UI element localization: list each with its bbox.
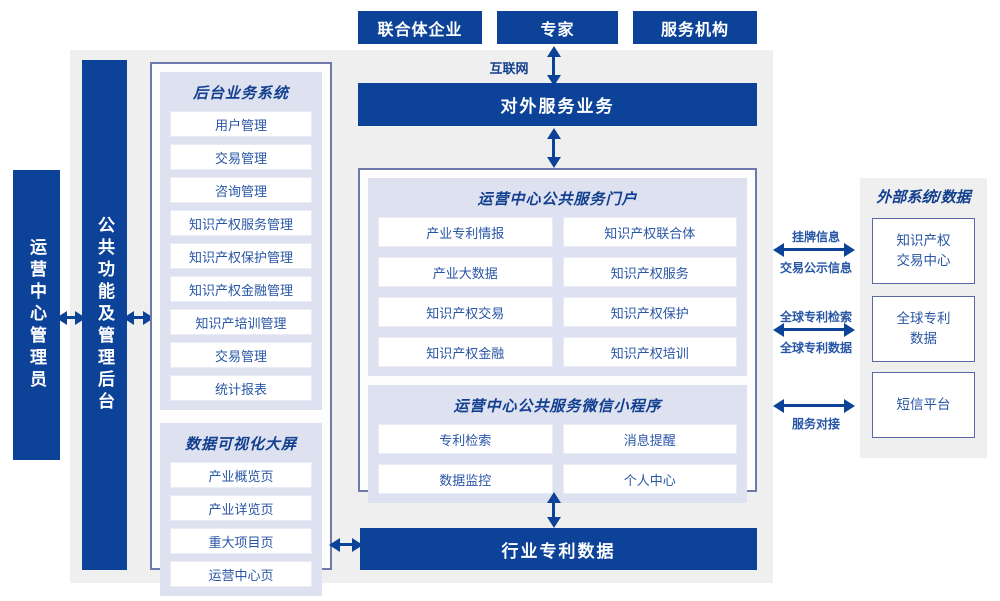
double-arrow-icon — [773, 322, 855, 337]
double-arrow-icon — [546, 46, 561, 86]
portal-item: 知识产权保护 — [562, 297, 737, 327]
public-service-portal-section: 运营中心公共服务门户 产业专利情报 知识产权联合体 产业大数据 知识产权服务 知… — [368, 178, 747, 376]
dashboard-item: 运营中心页 — [170, 561, 312, 587]
public-function-backend-bar: 公共功能及管理后台 — [82, 60, 127, 570]
portal-item: 产业专利情报 — [378, 217, 553, 247]
link-label-bottom: 全球专利数据 — [779, 341, 852, 355]
backend-item: 咨询管理 — [170, 177, 312, 203]
dashboard-item: 重大项目页 — [170, 528, 312, 554]
public-service-panel: 运营中心公共服务门户 产业专利情报 知识产权联合体 产业大数据 知识产权服务 知… — [358, 168, 757, 503]
wechat-mini-program-section: 运营中心公共服务微信小程序 专利检索 消息提醒 数据监控 个人中心 — [368, 385, 747, 503]
portal-item: 知识产权培训 — [562, 337, 737, 367]
industry-patent-data-bar: 行业专利数据 — [360, 528, 757, 570]
dashboard-item: 产业详览页 — [170, 495, 312, 521]
backend-item: 用户管理 — [170, 111, 312, 137]
node-service-agencies: 服务机构 — [633, 11, 757, 44]
internet-label: 互联网 — [489, 61, 529, 76]
backend-item: 知识产培训管理 — [170, 309, 312, 335]
node-experts: 专家 — [497, 11, 618, 44]
portal-item: 知识产权服务 — [562, 257, 737, 287]
double-arrow-icon — [56, 310, 86, 325]
backend-business-system-title: 后台业务系统 — [192, 85, 289, 102]
public-service-portal-title: 运营中心公共服务门户 — [477, 191, 638, 208]
mini-program-item: 消息提醒 — [562, 424, 737, 454]
backend-item: 交易管理 — [170, 144, 312, 170]
backend-item: 知识产权保护管理 — [170, 243, 312, 269]
double-arrow-icon — [773, 242, 855, 257]
double-arrow-icon — [546, 492, 561, 528]
external-systems-title: 外部系统/数据 — [876, 189, 971, 206]
portal-item: 产业大数据 — [378, 257, 553, 287]
backend-and-dashboard-panel: 后台业务系统 用户管理 交易管理 咨询管理 知识产权服务管理 知识产权保护管理 … — [150, 62, 332, 596]
external-service-bar: 对外服务业务 — [358, 83, 757, 126]
link-label-top: 全球专利检索 — [779, 310, 852, 324]
backend-item: 知识产权服务管理 — [170, 210, 312, 236]
backend-item: 统计报表 — [170, 375, 312, 401]
data-visualization-title: 数据可视化大屏 — [184, 436, 297, 453]
link-label-bottom: 服务对接 — [791, 417, 840, 431]
double-arrow-icon — [329, 537, 363, 552]
double-arrow-icon — [123, 310, 154, 325]
portal-item: 知识产权联合体 — [562, 217, 737, 247]
portal-item: 知识产权金融 — [378, 337, 553, 367]
operation-center-admin-bar: 运营中心管理员 — [13, 170, 60, 460]
backend-item: 知识产权金融管理 — [170, 276, 312, 302]
node-consortium-enterprises: 联合体企业 — [358, 11, 482, 44]
node-ip-trading-center: 知识产权 交易中心 — [872, 218, 975, 284]
portal-item: 知识产权交易 — [378, 297, 553, 327]
backend-item: 交易管理 — [170, 342, 312, 368]
dashboard-item: 产业概览页 — [170, 462, 312, 488]
wechat-mini-program-title: 运营中心公共服务微信小程序 — [453, 398, 662, 415]
node-sms-platform: 短信平台 — [872, 372, 975, 438]
mini-program-item: 数据监控 — [378, 464, 553, 494]
node-global-patent-data: 全球专利 数据 — [872, 296, 975, 362]
double-arrow-icon — [773, 398, 855, 413]
link-label-bottom: 交易公示信息 — [779, 261, 852, 275]
mini-program-item: 专利检索 — [378, 424, 553, 454]
link-label-top: 挂牌信息 — [791, 230, 840, 244]
double-arrow-icon — [546, 128, 561, 168]
backend-business-system-section: 后台业务系统 用户管理 交易管理 咨询管理 知识产权服务管理 知识产权保护管理 … — [160, 72, 322, 410]
data-visualization-section: 数据可视化大屏 产业概览页 产业详览页 重大项目页 运营中心页 — [160, 423, 322, 596]
mini-program-item: 个人中心 — [562, 464, 737, 494]
